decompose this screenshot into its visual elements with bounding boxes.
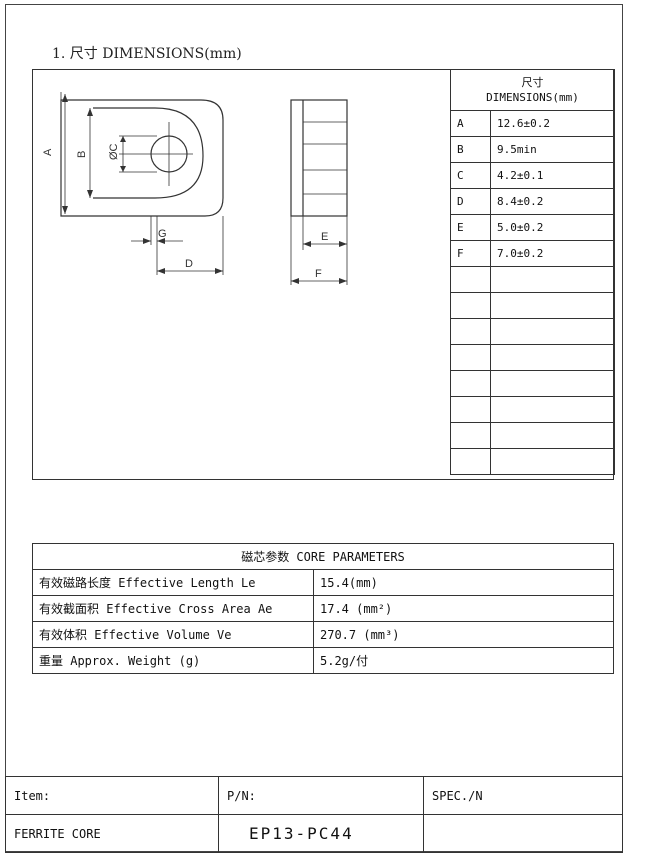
empty-cell (490, 318, 615, 345)
table-row: 重量 Approx. Weight (g)5.2g/付 (32, 647, 614, 674)
front-view-window (93, 107, 204, 199)
section-title: 1. 尺寸 DIMENSIONS(mm) (52, 46, 242, 62)
pn-label: P/N: (218, 776, 424, 815)
empty-cell (450, 370, 491, 397)
dim-label-c: ØC (108, 143, 120, 160)
core-parameters-title: 磁芯参数 CORE PARAMETERS (32, 543, 614, 570)
dim-label-d: D (185, 258, 193, 270)
table-row-empty (450, 266, 615, 293)
dim-label-b: B (76, 151, 88, 158)
dimension-value: 9.5min (490, 136, 615, 163)
table-row-empty (450, 318, 615, 345)
datasheet-page: 1. 尺寸 DIMENSIONS(mm) (5, 4, 623, 853)
core-parameters-table: 磁芯参数 CORE PARAMETERS 有效磁路长度 Effective Le… (32, 543, 614, 674)
spec-value (423, 814, 623, 853)
table-row-empty (450, 422, 615, 449)
parameter-label: 重量 Approx. Weight (g) (32, 647, 314, 674)
empty-cell (450, 266, 491, 293)
dimension-value: 12.6±0.2 (490, 110, 615, 137)
item-label: Item: (5, 776, 219, 815)
dimensions-table-header: 尺寸 DIMENSIONS(mm) (450, 69, 615, 111)
empty-cell (450, 422, 491, 449)
table-row-empty (450, 292, 615, 319)
dim-label-a: A (42, 148, 54, 156)
core-parameters-header: 磁芯参数 CORE PARAMETERS (32, 543, 614, 570)
dimension-key: E (450, 214, 491, 241)
empty-cell (490, 448, 615, 475)
empty-cell (490, 344, 615, 371)
dim-label-g: G (158, 228, 167, 240)
parameter-value: 17.4 (mm²) (313, 595, 614, 622)
title-block-values: FERRITE CORE EP13-PC44 (5, 814, 623, 853)
table-row-empty (450, 396, 615, 423)
dimension-key: B (450, 136, 491, 163)
dim-label-e: E (321, 231, 328, 243)
dimension-key: A (450, 110, 491, 137)
dimension-value: 7.0±0.2 (490, 240, 615, 267)
empty-cell (490, 292, 615, 319)
empty-cell (490, 266, 615, 293)
empty-cell (490, 370, 615, 397)
empty-cell (450, 448, 491, 475)
table-row-empty (450, 344, 615, 371)
parameter-value: 15.4(mm) (313, 569, 614, 596)
parameter-label: 有效体积 Effective Volume Ve (32, 621, 314, 648)
title-block: Item: P/N: SPEC./N FERRITE CORE EP13-PC4… (5, 776, 623, 853)
dimension-key: C (450, 162, 491, 189)
core-outline-drawing: A B ØC G D E F (42, 92, 348, 285)
empty-cell (450, 396, 491, 423)
dimension-value: 8.4±0.2 (490, 188, 615, 215)
dimensions-header-cn: 尺寸 (521, 76, 544, 89)
parameter-label: 有效截面积 Effective Cross Area Ae (32, 595, 314, 622)
empty-cell (490, 396, 615, 423)
empty-cell (450, 344, 491, 371)
dimension-value: 4.2±0.1 (490, 162, 615, 189)
empty-cell (450, 292, 491, 319)
dimension-key: F (450, 240, 491, 267)
side-view-outline (290, 99, 348, 217)
item-value: FERRITE CORE (5, 814, 219, 853)
parameter-label: 有效磁路长度 Effective Length Le (32, 569, 314, 596)
parameter-value: 270.7 (mm³) (313, 621, 614, 648)
table-row-empty (450, 370, 615, 397)
dim-label-f: F (315, 268, 322, 280)
front-view-outline (60, 99, 224, 217)
part-number: EP13-PC44 (218, 814, 424, 853)
empty-cell (490, 422, 615, 449)
dimensions-header-en: DIMENSIONS(mm) (486, 91, 579, 104)
dimension-key: D (450, 188, 491, 215)
dimension-value: 5.0±0.2 (490, 214, 615, 241)
spec-label: SPEC./N (423, 776, 623, 815)
empty-cell (450, 318, 491, 345)
title-block-labels: Item: P/N: SPEC./N (5, 776, 623, 815)
table-row-empty (450, 448, 615, 475)
parameter-value: 5.2g/付 (313, 647, 614, 674)
